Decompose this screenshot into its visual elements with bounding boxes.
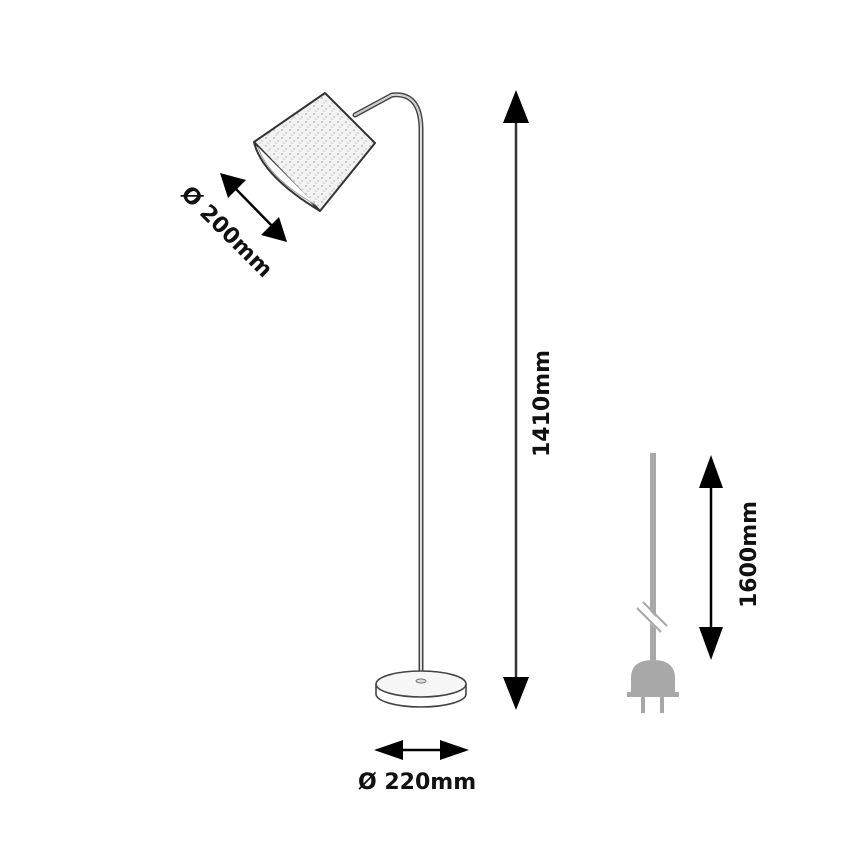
lamp-base [375, 670, 467, 708]
lamp-pole [352, 92, 424, 675]
plug-icon [627, 660, 679, 713]
shade-diameter-label: Ø 200mm [176, 182, 277, 283]
height-label: 1410mm [530, 350, 555, 457]
shade-diameter-arrow [220, 173, 287, 242]
power-cable-icon [635, 453, 669, 660]
cable-length-label: 1600mm [737, 501, 762, 608]
lamp-shade [253, 92, 376, 212]
base-diameter-arrow [374, 740, 469, 760]
cable-length-arrow [699, 455, 723, 660]
base-diameter-label: Ø 220mm [358, 770, 476, 795]
height-arrow [503, 90, 529, 710]
